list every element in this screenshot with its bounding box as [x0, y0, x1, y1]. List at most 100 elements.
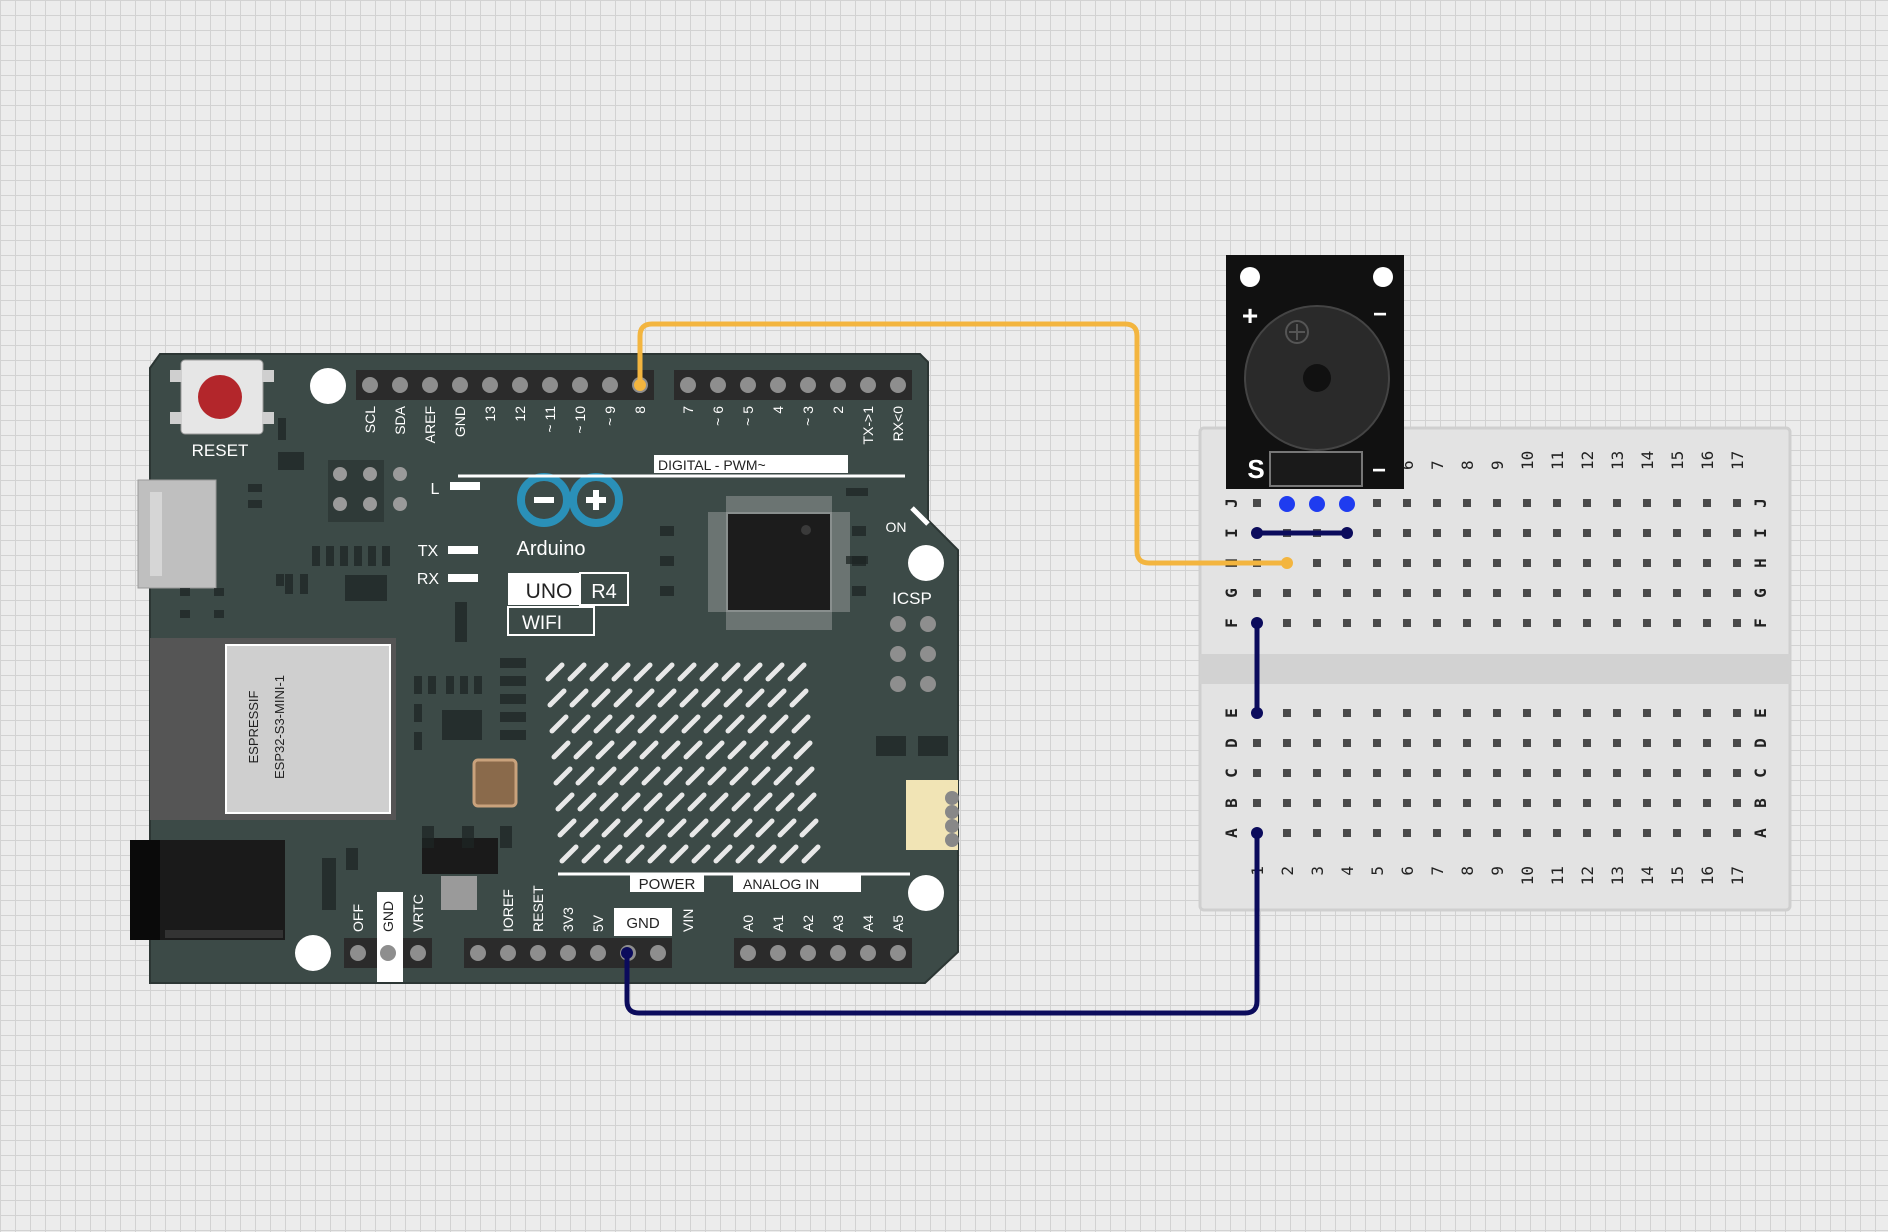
- breadboard-hole[interactable]: [1403, 739, 1411, 747]
- breadboard-hole[interactable]: [1403, 769, 1411, 777]
- breadboard-hole[interactable]: [1643, 589, 1651, 597]
- digital-header-right-pin[interactable]: [710, 377, 726, 393]
- breadboard-hole[interactable]: [1313, 559, 1321, 567]
- breadboard-hole[interactable]: [1613, 499, 1621, 507]
- icsp-header[interactable]: [890, 616, 936, 692]
- analog-header-pin[interactable]: [830, 945, 846, 961]
- analog-header-pin[interactable]: [890, 945, 906, 961]
- icsp-pin[interactable]: [920, 616, 936, 632]
- breadboard-hole[interactable]: [1433, 499, 1441, 507]
- aux-header-pin[interactable]: [350, 945, 366, 961]
- breadboard-hole[interactable]: [1703, 709, 1711, 717]
- breadboard-hole[interactable]: [1343, 709, 1351, 717]
- breadboard-hole[interactable]: [1703, 559, 1711, 567]
- wire-end[interactable]: [1251, 707, 1263, 719]
- breadboard-hole[interactable]: [1673, 739, 1681, 747]
- analog-header-pin[interactable]: [740, 945, 756, 961]
- breadboard-hole[interactable]: [1403, 829, 1411, 837]
- wire-end[interactable]: [621, 947, 633, 959]
- breadboard-hole[interactable]: [1463, 769, 1471, 777]
- digital-header-left-pin[interactable]: [362, 377, 378, 393]
- breadboard-hole[interactable]: [1703, 739, 1711, 747]
- breadboard-hole[interactable]: [1433, 769, 1441, 777]
- breadboard-hole[interactable]: [1613, 769, 1621, 777]
- power-header-pin[interactable]: [650, 945, 666, 961]
- digital-header-left-pin[interactable]: [482, 377, 498, 393]
- breadboard-hole[interactable]: [1583, 739, 1591, 747]
- breadboard-hole[interactable]: [1643, 769, 1651, 777]
- breadboard-hole[interactable]: [1493, 739, 1501, 747]
- breadboard-hole[interactable]: [1733, 739, 1741, 747]
- breadboard-hole[interactable]: [1373, 529, 1381, 537]
- breadboard-hole[interactable]: [1373, 739, 1381, 747]
- breadboard-hole[interactable]: [1283, 619, 1291, 627]
- breadboard-hole[interactable]: [1403, 799, 1411, 807]
- breadboard-hole[interactable]: [1733, 619, 1741, 627]
- breadboard-hole[interactable]: [1733, 589, 1741, 597]
- breadboard-hole[interactable]: [1553, 709, 1561, 717]
- breadboard-hole[interactable]: [1403, 559, 1411, 567]
- breadboard-hole[interactable]: [1613, 739, 1621, 747]
- digital-header-left-pin[interactable]: [452, 377, 468, 393]
- analog-header-pin[interactable]: [800, 945, 816, 961]
- aux-header-pin[interactable]: [380, 945, 396, 961]
- breadboard-hole[interactable]: [1493, 769, 1501, 777]
- breadboard-hole[interactable]: [1313, 769, 1321, 777]
- breadboard-hole[interactable]: [1643, 799, 1651, 807]
- breadboard-hole[interactable]: [1583, 619, 1591, 627]
- qwiic-connector[interactable]: [906, 780, 959, 850]
- breadboard-hole[interactable]: [1553, 739, 1561, 747]
- digital-header-left-pin[interactable]: [422, 377, 438, 393]
- breadboard-hole[interactable]: [1343, 829, 1351, 837]
- breadboard-hole[interactable]: [1643, 709, 1651, 717]
- wire-end[interactable]: [1281, 557, 1293, 569]
- breadboard-hole[interactable]: [1433, 559, 1441, 567]
- digital-header-left-pin[interactable]: [392, 377, 408, 393]
- wires[interactable]: [621, 321, 1353, 1016]
- wire-end[interactable]: [634, 379, 646, 391]
- breadboard-hole[interactable]: [1643, 619, 1651, 627]
- breadboard-hole[interactable]: [1373, 619, 1381, 627]
- breadboard-hole[interactable]: [1403, 499, 1411, 507]
- breadboard-hole[interactable]: [1403, 589, 1411, 597]
- breadboard-hole[interactable]: [1343, 619, 1351, 627]
- icsp-pin[interactable]: [920, 646, 936, 662]
- breadboard-hole[interactable]: [1523, 739, 1531, 747]
- buzzer-pin-gnd[interactable]: [1339, 496, 1355, 512]
- breadboard-hole[interactable]: [1463, 709, 1471, 717]
- breadboard-hole[interactable]: [1583, 589, 1591, 597]
- breadboard-hole[interactable]: [1283, 829, 1291, 837]
- breadboard-hole[interactable]: [1613, 619, 1621, 627]
- breadboard-hole[interactable]: [1343, 739, 1351, 747]
- breadboard-hole[interactable]: [1553, 529, 1561, 537]
- breadboard-hole[interactable]: [1373, 709, 1381, 717]
- breadboard-hole[interactable]: [1673, 499, 1681, 507]
- breadboard-hole[interactable]: [1373, 799, 1381, 807]
- breadboard-hole[interactable]: [1523, 499, 1531, 507]
- wire-end[interactable]: [1251, 527, 1263, 539]
- digital-header-right-pin[interactable]: [770, 377, 786, 393]
- breadboard-hole[interactable]: [1253, 799, 1261, 807]
- icsp-pin[interactable]: [890, 646, 906, 662]
- breadboard-hole[interactable]: [1553, 769, 1561, 777]
- breadboard-hole[interactable]: [1493, 499, 1501, 507]
- breadboard-hole[interactable]: [1253, 769, 1261, 777]
- breadboard-hole[interactable]: [1463, 589, 1471, 597]
- breadboard-hole[interactable]: [1343, 589, 1351, 597]
- aux-header-pin[interactable]: [410, 945, 426, 961]
- power-header-pin[interactable]: [560, 945, 576, 961]
- breadboard-hole[interactable]: [1613, 709, 1621, 717]
- breadboard-hole[interactable]: [1703, 619, 1711, 627]
- breadboard-hole[interactable]: [1313, 709, 1321, 717]
- breadboard-hole[interactable]: [1583, 529, 1591, 537]
- breadboard-hole[interactable]: [1493, 829, 1501, 837]
- breadboard-hole[interactable]: [1403, 619, 1411, 627]
- digital-header-left-pin[interactable]: [572, 377, 588, 393]
- breadboard-hole[interactable]: [1463, 499, 1471, 507]
- breadboard-hole[interactable]: [1643, 739, 1651, 747]
- digital-header-left-pin[interactable]: [542, 377, 558, 393]
- icsp-pin[interactable]: [920, 676, 936, 692]
- breadboard-hole[interactable]: [1733, 829, 1741, 837]
- wire-end[interactable]: [1341, 527, 1353, 539]
- buzzer-module[interactable]: + − S −: [1226, 255, 1404, 512]
